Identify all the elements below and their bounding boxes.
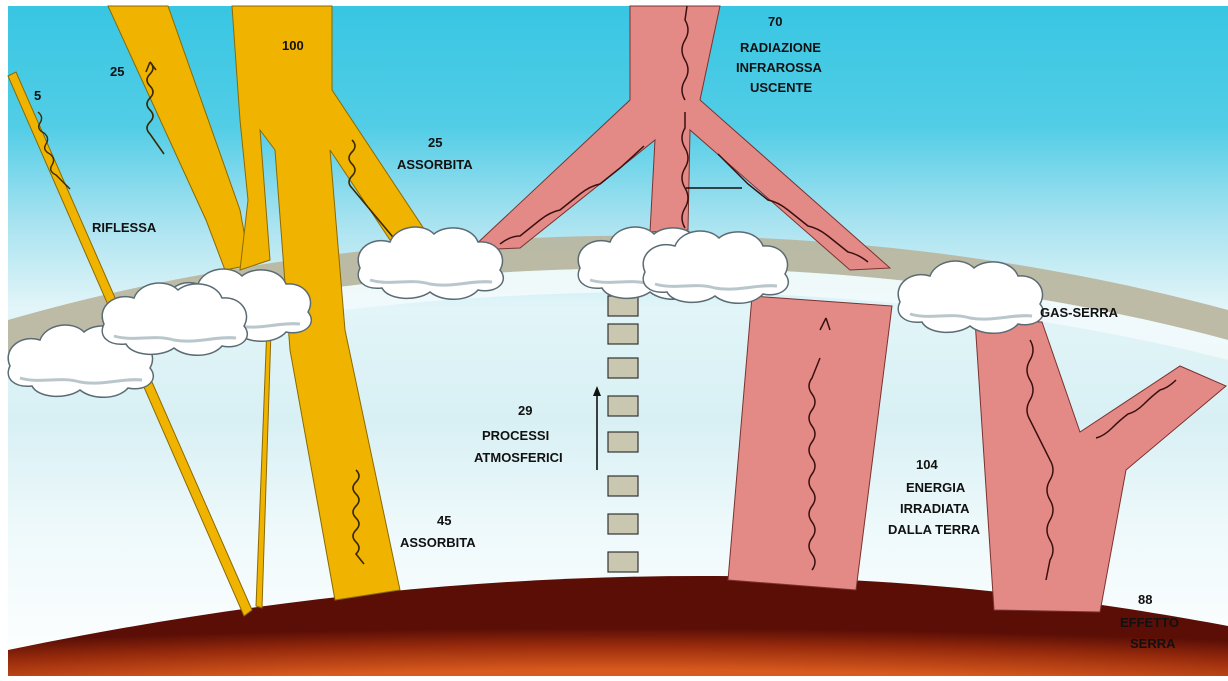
label-earth-emitted-line3: DALLA TERRA bbox=[888, 522, 981, 537]
label-outgoing-value: 70 bbox=[768, 14, 782, 29]
label-reflected-surface: 5 bbox=[34, 88, 41, 103]
label-absorbed-surface-value: 45 bbox=[437, 513, 451, 528]
label-reflected: RIFLESSA bbox=[92, 220, 157, 235]
label-earth-emitted-value: 104 bbox=[916, 457, 938, 472]
label-earth-emitted-line2: IRRADIATA bbox=[900, 501, 970, 516]
label-absorbed-atmo: ASSORBITA bbox=[397, 157, 473, 172]
label-processes-line2: ATMOSFERICI bbox=[474, 450, 563, 465]
label-absorbed-surface: ASSORBITA bbox=[400, 535, 476, 550]
label-greenhouse-line1: EFFETTO bbox=[1120, 615, 1179, 630]
label-absorbed-atmo-value: 25 bbox=[428, 135, 442, 150]
label-outgoing-line2: INFRAROSSA bbox=[736, 60, 823, 75]
label-outgoing-line3: USCENTE bbox=[750, 80, 812, 95]
label-reflected-clouds: 25 bbox=[110, 64, 124, 79]
label-processes-value: 29 bbox=[518, 403, 532, 418]
label-greenhouse-value: 88 bbox=[1138, 592, 1152, 607]
label-greenhouse-gas: GAS-SERRA bbox=[1040, 305, 1119, 320]
label-greenhouse-line2: SERRA bbox=[1130, 636, 1176, 651]
label-outgoing-line1: RADIAZIONE bbox=[740, 40, 821, 55]
atmospheric-process-column bbox=[608, 296, 638, 572]
label-processes-line1: PROCESSI bbox=[482, 428, 549, 443]
label-earth-emitted-line1: ENERGIA bbox=[906, 480, 966, 495]
label-incoming-total: 100 bbox=[282, 38, 304, 53]
